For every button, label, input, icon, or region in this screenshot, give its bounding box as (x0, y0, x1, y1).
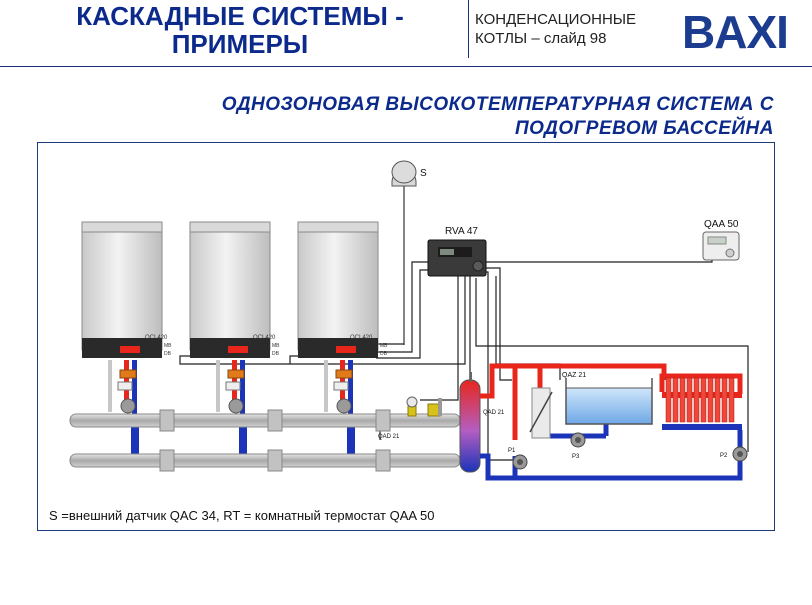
slide-info: КОНДЕНСАЦИОННЫЕ КОТЛЫ – слайд 98 (475, 10, 665, 48)
slide-title: КАСКАДНЫЕ СИСТЕМЫ - ПРИМЕРЫ (40, 2, 440, 58)
header-qad-label: QAD 21 (378, 434, 400, 440)
boiler-1-db: DB (164, 351, 172, 357)
hydraulic-separator (459, 372, 481, 473)
boiler-2-mb: MB (272, 343, 280, 349)
title-line-1: КАСКАДНЫЕ СИСТЕМЫ - (76, 1, 404, 31)
boiler-1: OCI 420 MB DB (81, 221, 172, 358)
slide-info-line-2: КОТЛЫ – слайд 98 (475, 30, 607, 47)
hot-supply-pipe (480, 363, 743, 440)
baxi-logo-text: BAXI (682, 6, 788, 56)
controller-label: RVA 47 (445, 226, 478, 237)
pool-qaz-label: QAZ 21 (562, 372, 586, 379)
header-divider (468, 0, 469, 58)
boiler-2-model: OCI 420 (253, 335, 276, 341)
pump-p2-label: P2 (720, 453, 728, 459)
pump-p3 (570, 432, 586, 448)
pump-p1 (512, 454, 528, 470)
thermostat-label: QAA 50 (704, 219, 739, 230)
header-pipes (69, 396, 461, 472)
subtitle-line-2: ПОДОГРЕВОМ БАССЕЙНА (514, 118, 774, 139)
diagram-footnote: S =внешний датчик QAC 34, RT = комнатный… (49, 508, 435, 523)
boiler-1-model: OCI 420 (145, 335, 168, 341)
boiler-3-db: DB (380, 351, 388, 357)
radiator (662, 377, 742, 430)
boiler-connections (108, 360, 355, 462)
title-line-2: ПРИМЕРЫ (171, 29, 309, 59)
slide-header: КАСКАДНЫЕ СИСТЕМЫ - ПРИМЕРЫ КОНДЕНСАЦИОН… (0, 0, 812, 67)
boiler-2: OCI 420 MB DB (189, 221, 280, 358)
subtitle-line-1: ОДНОЗОНОВАЯ ВЫСОКОТЕМПЕРАТУРНАЯ СИСТЕМА … (221, 94, 774, 115)
outdoor-sensor: S (391, 160, 427, 345)
boiler-3: OCI 420 MB DB (297, 221, 388, 358)
pool-heat-exchanger (529, 387, 553, 439)
pool (565, 378, 653, 425)
room-thermostat: QAA 50 (702, 219, 740, 261)
separator-qad-label: QAD 21 (483, 410, 505, 416)
pump-p3-label: P3 (572, 454, 580, 460)
pump-p1-label: P1 (508, 448, 516, 454)
controller-rva47: RVA 47 (427, 226, 487, 277)
slide-info-line-1: КОНДЕНСАЦИОННЫЕ (475, 11, 637, 28)
boiler-3-model: OCI 420 (350, 335, 373, 341)
sensor-label: S (420, 168, 427, 179)
baxi-logo: BAXI (682, 6, 789, 56)
diagram-subtitle: ОДНОЗОНОВАЯ ВЫСОКОТЕМПЕРАТУРНАЯ СИСТЕМА … (134, 93, 774, 141)
boiler-1-mb: MB (164, 343, 172, 349)
boiler-3-mb: MB (380, 343, 388, 349)
boiler-2-db: DB (272, 351, 280, 357)
diagram-frame (37, 142, 775, 531)
pump-p2 (732, 446, 748, 462)
